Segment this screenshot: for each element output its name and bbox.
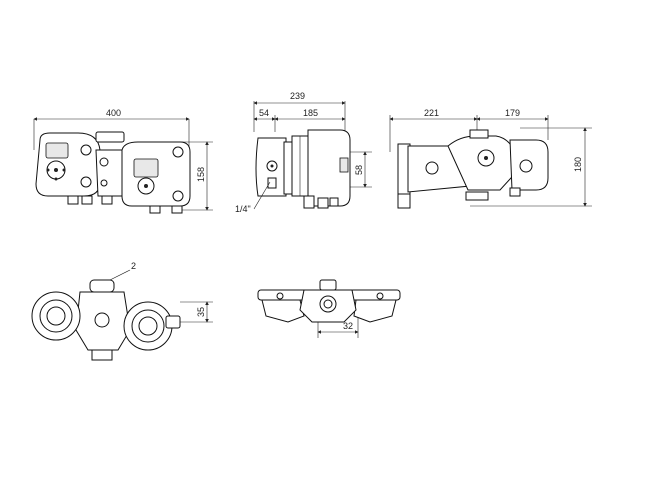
bottom-view: 32 [257, 279, 401, 338]
right-display-icon [133, 158, 159, 178]
top-offset-label: 35 [196, 307, 206, 317]
side-offset-label: 58 [354, 165, 364, 175]
rear-view: 221 179 180 [389, 108, 592, 209]
side-overall-label: 239 [290, 91, 305, 101]
front-width-label: 400 [106, 108, 121, 118]
left-display-icon [45, 142, 69, 159]
rear-right-label: 179 [505, 108, 520, 118]
front-view: 400 158 [33, 108, 213, 214]
side-thread-label: 1/4" [235, 204, 251, 214]
side-view: 239 54 185 58 1/4" [235, 91, 372, 214]
side-right-label: 185 [303, 108, 318, 118]
top-view: 2 35 [31, 261, 213, 361]
bottom-spacing-label: 32 [343, 321, 353, 331]
rear-left-label: 221 [424, 108, 439, 118]
rear-height-label: 180 [573, 157, 583, 172]
front-height-label: 158 [196, 167, 206, 182]
top-callout-label: 2 [131, 261, 136, 271]
side-left-label: 54 [259, 108, 269, 118]
